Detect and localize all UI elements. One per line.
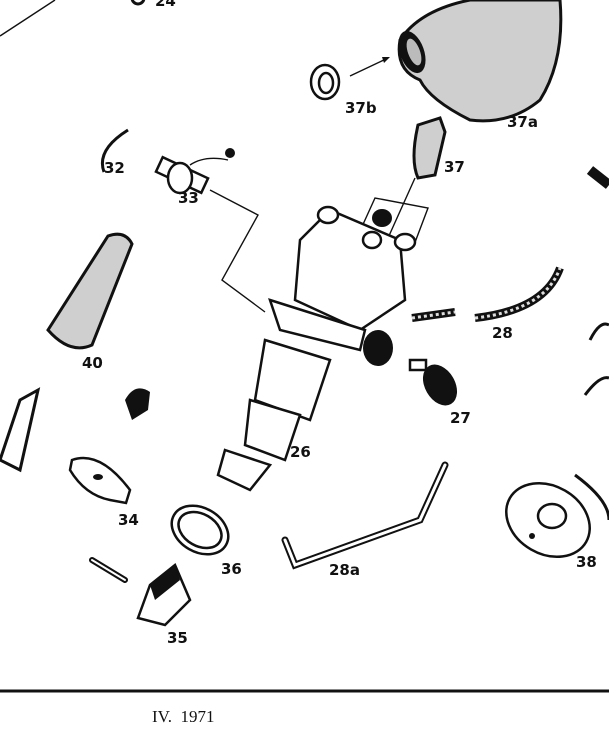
label-part-38: 38 [576, 553, 597, 571]
label-part-37: 37 [444, 158, 465, 176]
label-part-33: 33 [178, 189, 199, 207]
part-24 [130, 0, 146, 6]
label-part-36: 36 [221, 560, 242, 578]
part-32-clip [101, 128, 129, 173]
part-spark-plug [0, 387, 41, 473]
part-37b-ring [309, 57, 390, 101]
label-part-40: 40 [82, 354, 103, 372]
label-part-37b: 37b [345, 99, 377, 117]
part-right-edge [583, 322, 609, 396]
label-part-35: 35 [167, 629, 188, 647]
part-26-distributor [216, 205, 417, 492]
label-part-34: 34 [118, 511, 139, 529]
part-28-hose [411, 266, 564, 322]
label-part-28a: 28a [329, 561, 360, 579]
part-40-boot [46, 232, 134, 350]
label-part-32: 32 [104, 159, 125, 177]
part-34-plate [68, 456, 132, 505]
part-27-vacuum-unit [408, 358, 458, 406]
part-37-rotor [412, 116, 447, 180]
part-cable-end [586, 166, 609, 189]
leader-line [0, 0, 56, 37]
label-part-37a: 37a [507, 113, 538, 131]
label-part-28: 28 [492, 324, 513, 342]
part-37a-cover [397, 0, 563, 123]
label-part-27: 27 [450, 409, 471, 427]
label-part-26: 26 [290, 443, 311, 461]
part-33-condenser [154, 148, 235, 195]
leader-line [209, 189, 266, 313]
leader-line [387, 177, 416, 239]
part-plug-cap [125, 388, 150, 420]
label-part-24: 24 [155, 0, 176, 10]
leader-line [354, 197, 429, 246]
footer-date: IV. 1971 [152, 707, 215, 726]
